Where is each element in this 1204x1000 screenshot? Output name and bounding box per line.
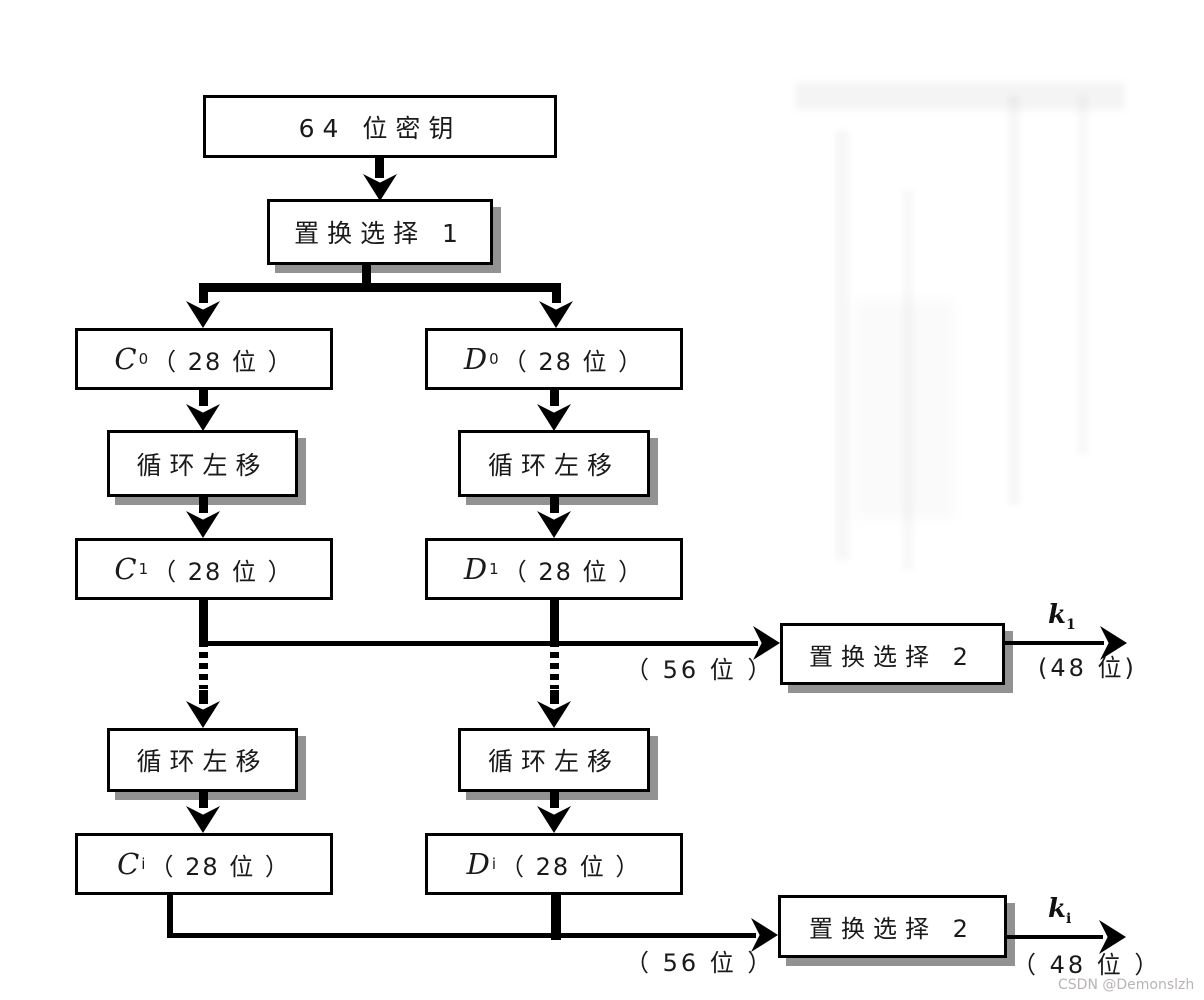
shift-label: 循环左移 — [487, 450, 620, 480]
connector-shift2-to-ci — [199, 792, 208, 808]
connector-branch-right — [552, 283, 561, 303]
connector-tap-to-pc2-first — [199, 641, 758, 646]
label-48bit-second: （ 48 位 ） — [1012, 951, 1162, 979]
label-k1: k1 — [1048, 600, 1076, 634]
register-variable: C — [114, 342, 137, 376]
scan-artifact — [1008, 95, 1020, 505]
k1-var: k — [1048, 600, 1067, 630]
connector-shift-to-c1 — [199, 497, 208, 513]
arrowhead-down-icon — [539, 301, 573, 328]
node-shift-left-c1: 循环左移 — [107, 430, 298, 497]
node-permuted-choice-1-label: 置换选择 1 — [294, 219, 466, 248]
register-variable: C — [114, 552, 137, 586]
label-56bit-first: （ 56 位 ） — [625, 656, 775, 684]
label-48bit-first: (48 位) — [1038, 654, 1137, 682]
register-bits: （ 28 位 ） — [152, 347, 294, 376]
label-ki: ki — [1048, 894, 1072, 928]
arrowhead-down-icon — [363, 174, 397, 201]
node-shift-left-c2: 循环左移 — [107, 728, 298, 792]
register-bits: （ 28 位 ） — [502, 557, 645, 586]
node-permuted-choice-2-label: 置换选择 2 — [809, 642, 976, 671]
arrowhead-down-icon — [186, 404, 220, 431]
connector-pc2-second-out — [1007, 935, 1103, 939]
arrowhead-down-icon — [186, 701, 220, 728]
node-64bit-key-label: 64 位密钥 — [298, 113, 462, 143]
connector-c1-down — [199, 600, 208, 647]
node-shift-left-d2: 循环左移 — [458, 728, 650, 792]
arrowhead-down-icon — [537, 806, 571, 833]
watermark-text: CSDN @Demonslzh — [1058, 977, 1195, 993]
register-variable: C — [117, 847, 140, 881]
connector-join-to-pc2-second — [167, 933, 756, 938]
connector-shift-to-d1 — [550, 497, 559, 513]
scan-artifact — [795, 82, 1125, 110]
k1-sub: 1 — [1066, 617, 1076, 634]
connector-d1-down — [550, 600, 559, 647]
ki-var: k — [1048, 894, 1067, 924]
register-bits: （ 28 位 ） — [152, 557, 294, 586]
arrowhead-down-icon — [537, 701, 571, 728]
connector-d0-to-shift — [550, 390, 559, 406]
connector-branch-bar — [199, 283, 561, 292]
label-56bit-second: （ 56 位 ） — [625, 949, 775, 977]
node-permuted-choice-2-first: 置换选择 2 — [780, 623, 1005, 685]
scan-artifact — [835, 130, 849, 560]
connector-c-dashed — [199, 652, 208, 689]
shift-label: 循环左移 — [136, 747, 269, 776]
ki-sub: i — [1066, 911, 1072, 928]
register-bits: （ 28 位 ） — [500, 852, 642, 881]
connector-branch-left — [199, 283, 208, 303]
arrowhead-down-icon — [186, 511, 220, 538]
register-bits: （ 28 位 ） — [502, 347, 645, 376]
node-permuted-choice-2-label: 置换选择 2 — [809, 915, 976, 943]
connector-ci-down — [167, 895, 173, 937]
arrowhead-down-icon — [537, 511, 571, 538]
connector-di-down — [551, 895, 561, 940]
node-permuted-choice-1: 置换选择 1 — [267, 199, 493, 265]
connector-key-to-pc1 — [375, 158, 384, 178]
connector-shift2-to-di — [550, 792, 559, 808]
arrowhead-down-icon — [186, 301, 220, 328]
scan-artifact — [903, 190, 913, 570]
register-variable: D — [466, 847, 490, 881]
scan-artifact — [1078, 95, 1088, 455]
arrowhead-down-icon — [537, 404, 571, 431]
shift-label: 循环左移 — [136, 450, 269, 480]
node-64bit-key: 64 位密钥 — [203, 95, 557, 158]
node-shift-left-d1: 循环左移 — [458, 430, 650, 497]
connector-c-to-shift2 — [199, 690, 208, 704]
connector-d-to-shift2 — [550, 690, 559, 704]
node-permuted-choice-2-second: 置换选择 2 — [778, 895, 1007, 958]
connector-pc1-stem — [362, 265, 371, 287]
connector-d-dashed — [550, 652, 559, 689]
connector-c0-to-shift — [199, 390, 208, 406]
arrowhead-down-icon — [186, 806, 220, 833]
register-bits: （ 28 位 ） — [149, 852, 291, 881]
scan-artifact — [855, 300, 955, 520]
connector-pc2-first-out — [1005, 641, 1104, 645]
shift-label: 循环左移 — [487, 747, 620, 776]
register-variable: D — [463, 552, 488, 586]
register-variable: D — [463, 342, 488, 376]
